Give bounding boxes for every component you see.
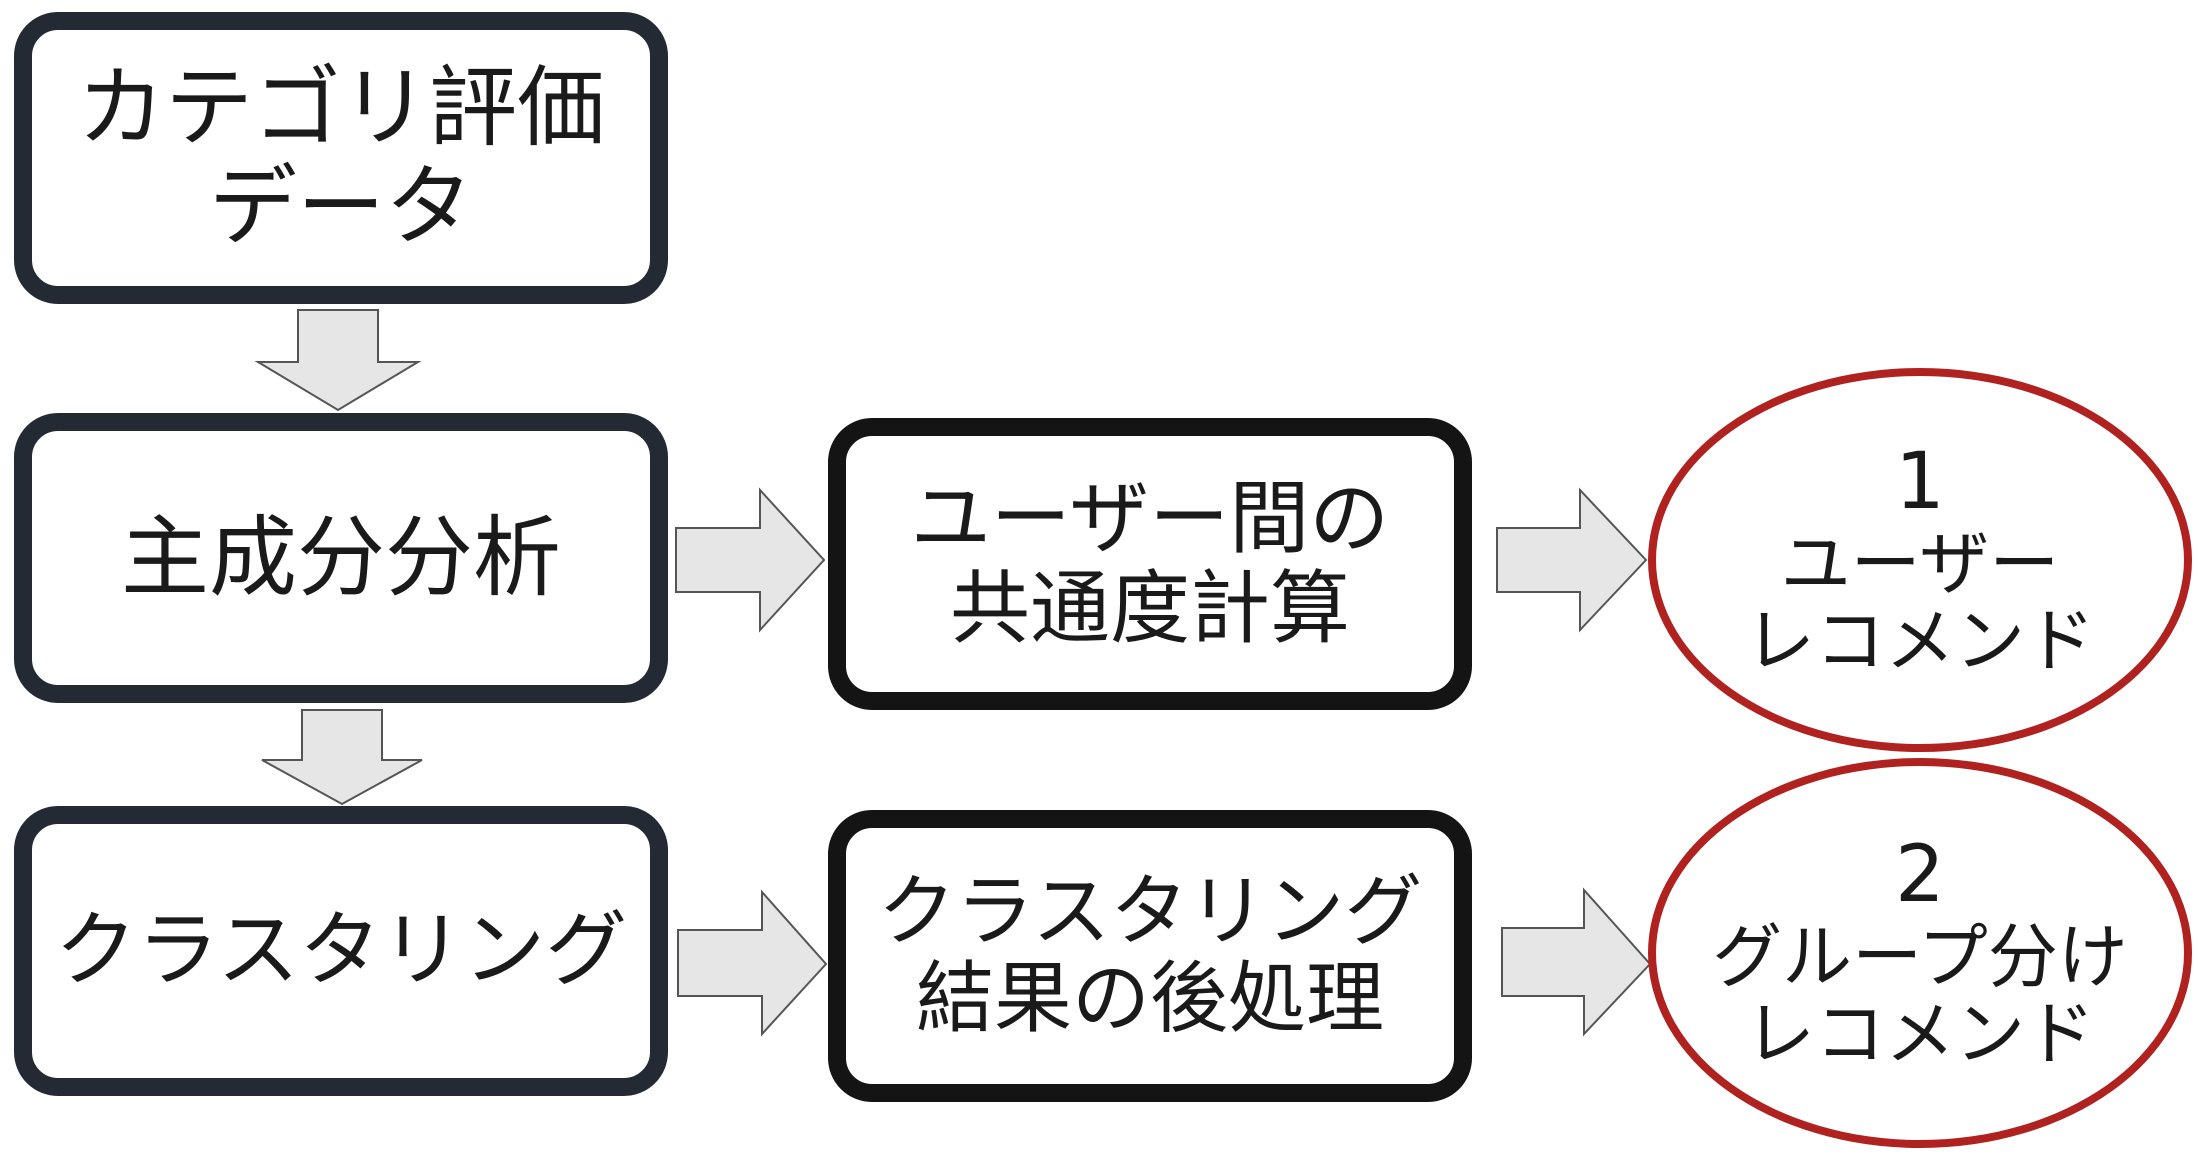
box-label-line: カテゴリ評価 bbox=[76, 56, 605, 160]
box-label-line: データ bbox=[208, 155, 473, 258]
arrow-down-category-to-pca bbox=[254, 309, 422, 412]
user-recommend-ellipse: 1 ユーザー レコメンド bbox=[1648, 368, 2192, 752]
arrow-right-clustering-to-post bbox=[677, 889, 828, 1037]
group-recommend-ellipse: 2 グループ分け レコメンド bbox=[1648, 758, 2192, 1148]
cluster-post-process-box: クラスタリング 結果の後処理 bbox=[828, 810, 1472, 1102]
arrow-right-pca-to-common bbox=[675, 487, 826, 633]
pca-box: 主成分分析 bbox=[14, 413, 668, 703]
arrow-right-common-to-user bbox=[1496, 487, 1648, 633]
box-label-line: クラスタリング bbox=[877, 866, 1423, 957]
arrow-right-post-to-group bbox=[1501, 887, 1652, 1037]
recommend-number: 1 bbox=[1895, 437, 1945, 528]
box-label-line: ユーザー間の bbox=[910, 472, 1390, 566]
common-interest-box: ユーザー間の 共通度計算 bbox=[828, 418, 1472, 710]
category-rating-data-box: カテゴリ評価 データ bbox=[14, 12, 668, 304]
clustering-box: クラスタリング bbox=[14, 806, 668, 1096]
box-label-line: クラスタリング bbox=[54, 903, 628, 999]
ellipse-label-line: レコメンド bbox=[1745, 992, 2095, 1075]
box-label-line: 共通度計算 bbox=[950, 562, 1350, 655]
ellipse-label-line: グループ分け bbox=[1712, 915, 2128, 998]
ellipse-label-line: レコメンド bbox=[1745, 599, 2095, 682]
arrow-down-pca-to-clustering bbox=[261, 709, 423, 806]
box-label-line: 主成分分析 bbox=[120, 505, 561, 609]
ellipse-label-line: ユーザー bbox=[1780, 522, 2060, 605]
recommend-number: 2 bbox=[1895, 830, 1945, 921]
box-label-line: 結果の後処理 bbox=[915, 954, 1384, 1044]
